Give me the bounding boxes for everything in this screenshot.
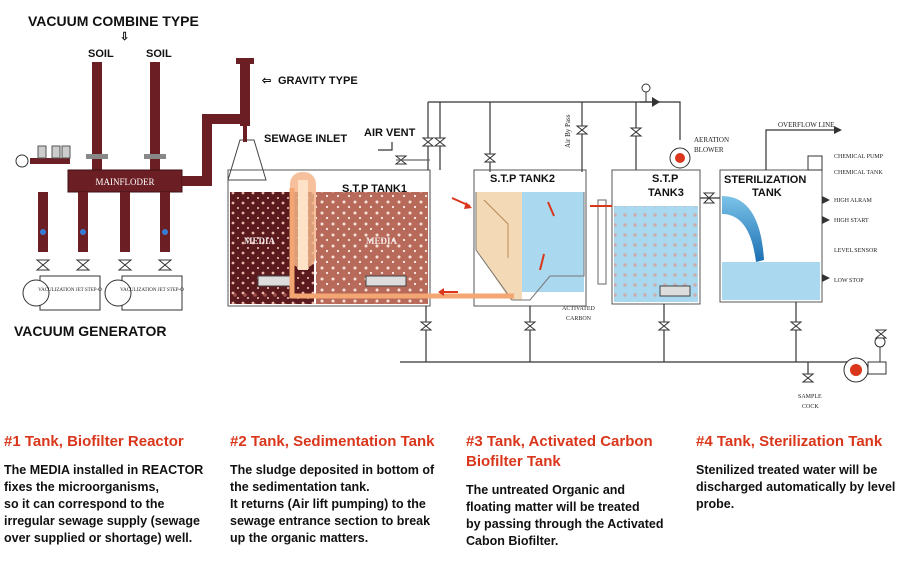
sludge-return-pipe — [289, 159, 514, 299]
level-sensors: HIGH ALRAM HIGH START LEVEL SENSOR LOW S… — [822, 196, 877, 284]
high-start-label: HIGH START — [834, 218, 869, 224]
inlet-drop — [243, 124, 247, 142]
desc-tank2-line: up the organic matters. — [230, 531, 369, 545]
chemical-pump-label: CHEMICAL PUMP — [834, 154, 884, 160]
activated-carbon-line1: ACTIVATED — [562, 306, 596, 312]
ejector-label-2: VACULIZATION JET STEP-O — [120, 288, 184, 293]
ejector-label-1: VACULIZATION JET STEP-O — [38, 288, 102, 293]
level-sensor-label: LEVEL SENSOR — [834, 248, 877, 254]
activated-carbon-line2: CARBON — [566, 316, 592, 322]
vacuum-ejector-2: VACULIZATION JET STEP-O — [104, 275, 184, 311]
sample-cock-line2: COCK — [802, 404, 819, 410]
valve-row-left — [35, 259, 173, 271]
desc-tank3-title-line1: #3 Tank, Activated Carbon — [466, 433, 653, 450]
manifold-pipes — [38, 114, 248, 252]
desc-tank1: #1 Tank, Biofilter Reactor The MEDIA ins… — [4, 432, 224, 547]
gravity-arrow-icon: ⇦ — [261, 75, 271, 87]
desc-tank4-line: Stenilized treated water will be — [696, 463, 878, 477]
desc-tank2-line: The sludge deposited in bottom of — [230, 463, 435, 477]
inlet-funnel — [227, 139, 267, 181]
desc-tank4-line: discharged automatically by level — [696, 480, 896, 494]
tank2 — [451, 169, 587, 307]
desc-tank3-line: The untreated Organic and — [466, 483, 626, 497]
gauge-assembly — [15, 145, 71, 168]
chemical-dosing: CHEMICAL PUMP CHEMICAL TANK — [807, 154, 884, 176]
aeration-line1: AERATION — [694, 136, 729, 144]
desc-tank3-line: floating matter will be treated — [466, 500, 640, 514]
sample-cock-line1: SAMPLE — [798, 394, 822, 400]
desc-tank3-line: by passing through the Activated — [466, 517, 664, 531]
high-alarm-label: HIGH ALRAM — [834, 198, 872, 204]
aeration-blower: AERATION BLOWER — [669, 136, 729, 169]
gravity-type-label: GRAVITY TYPE — [278, 75, 358, 87]
tank3 — [590, 169, 701, 305]
aeration-line2: BLOWER — [694, 146, 724, 154]
vacuum-ejector-1: VACULIZATION JET STEP-O — [22, 275, 102, 311]
desc-tank2-line: the sedimentation tank. — [230, 480, 370, 494]
desc-tank1-line: fixes the microorganisms, — [4, 480, 159, 494]
mainfolder-label: MAINFLODER — [95, 177, 154, 187]
desc-tank1-line: so it can correspond to the — [4, 497, 165, 511]
diagram-canvas: VACUUM COMBINE TYPE ⇩ SOIL SOIL MAINFLOD… — [14, 13, 888, 410]
overflow-line-label: OVERFLOW LINE — [778, 121, 834, 129]
stp-tank3-line1: S.T.P — [652, 173, 678, 185]
sterilization-line1: STERILIZATION — [724, 174, 806, 186]
discharge-pump — [843, 329, 888, 383]
desc-tank2: #2 Tank, Sedimentation Tank The sludge d… — [230, 432, 460, 547]
stp-tank3-line2: TANK3 — [648, 187, 684, 199]
desc-tank1-line: over supplied or shortage) well. — [4, 531, 193, 545]
mainfolder: MAINFLODER — [67, 169, 183, 193]
soil-left-label: SOIL — [88, 48, 114, 60]
top-header-pipe — [427, 83, 681, 172]
desc-tank3-line: Cabon Biofilter. — [466, 534, 559, 548]
sewage-inlet-label: SEWAGE INLET — [264, 133, 347, 145]
vacuum-combine-title: VACUUM COMBINE TYPE — [28, 13, 199, 29]
desc-tank3: #3 Tank, Activated Carbon Biofilter Tank… — [466, 432, 686, 550]
desc-tank4: #4 Tank, Sterilization Tank Stenilized t… — [696, 432, 896, 513]
air-by-pass-label: Air By Pass — [564, 114, 572, 148]
gravity-pipe-cap — [236, 58, 254, 64]
stp-tank2-label: S.T.P TANK2 — [490, 173, 555, 185]
soil-pipes — [86, 62, 166, 170]
air-vent-pipe — [378, 142, 393, 151]
desc-tank4-title: #4 Tank, Sterilization Tank — [696, 433, 883, 450]
desc-tank2-line: sewage entrance section to break — [230, 514, 431, 528]
vacuum-generator-label: VACUUM GENERATOR — [14, 323, 166, 339]
soil-right-label: SOIL — [146, 48, 172, 60]
desc-tank1-title: #1 Tank, Biofilter Reactor — [4, 433, 184, 450]
drain-manifold: SAMPLE COCK — [400, 302, 860, 410]
sterilization-line2: TANK — [752, 187, 782, 199]
desc-tank2-line: It returns (Air lift pumping) to the — [230, 497, 426, 511]
desc-tank4-line: probe. — [696, 497, 735, 511]
desc-tank3-title-line2: Biofilter Tank — [466, 453, 561, 470]
air-vent-label: AIR VENT — [364, 127, 416, 139]
media-label-1: MEDIA — [244, 236, 275, 246]
gravity-pipe — [240, 60, 250, 126]
chemical-tank-label: CHEMICAL TANK — [834, 170, 883, 176]
overflow-line: OVERFLOW LINE — [765, 121, 842, 170]
down-arrow-icon: ⇩ — [120, 31, 129, 43]
tank4 — [700, 169, 823, 303]
desc-tank1-line: irregular sewage supply (sewage — [4, 514, 200, 528]
desc-tank1-line: The MEDIA installed in REACTOR — [4, 463, 204, 477]
desc-tank2-title: #2 Tank, Sedimentation Tank — [230, 433, 435, 450]
low-stop-label: LOW STOP — [834, 278, 864, 284]
media-label-2: MEDIA — [366, 236, 397, 246]
top-valves — [394, 125, 643, 165]
